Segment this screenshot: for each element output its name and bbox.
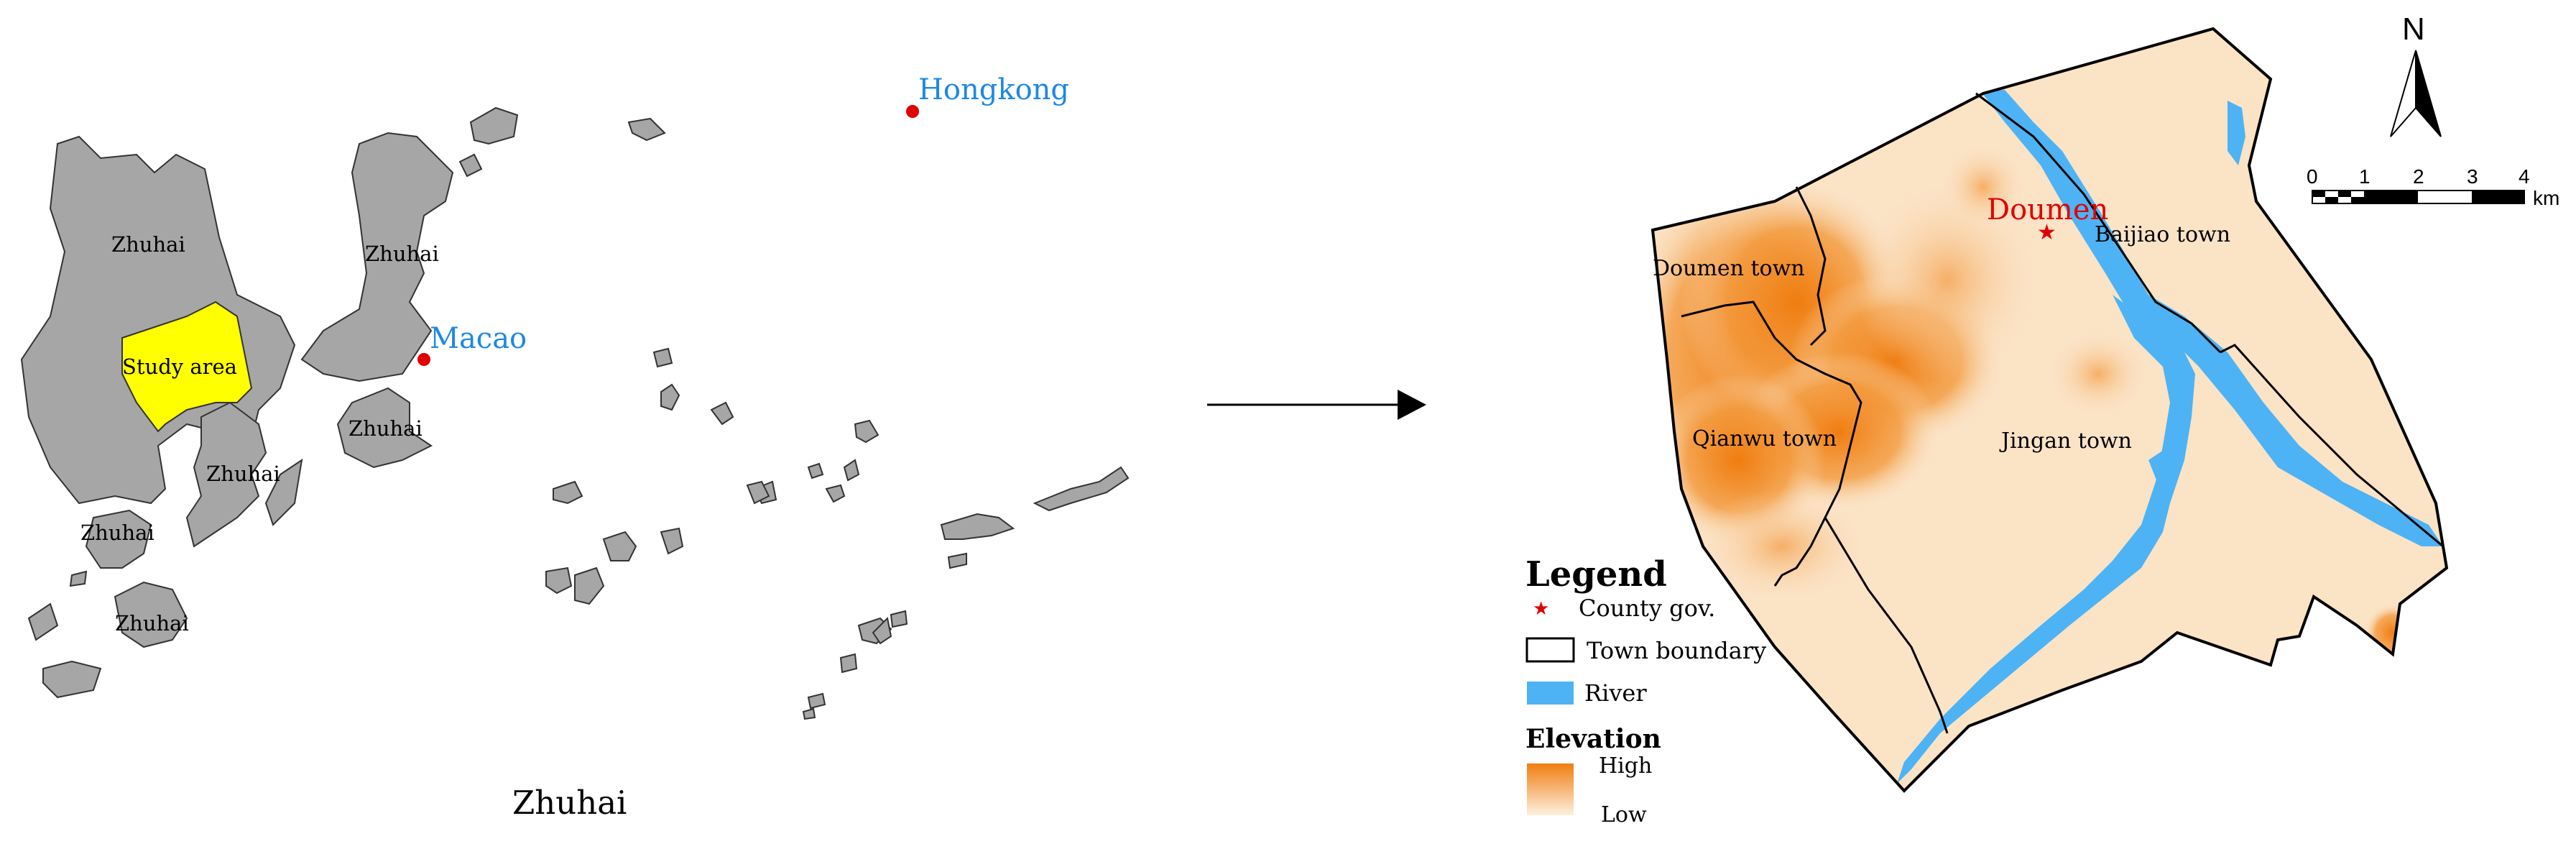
zhuhai-south-central — [185, 401, 267, 548]
town-boundary — [1681, 301, 1862, 587]
town-boundary — [1975, 92, 2222, 354]
river-north-east — [2228, 101, 2245, 165]
town-boundary — [2220, 344, 2444, 548]
small-island — [854, 419, 880, 444]
scale-tick: 3 — [2467, 165, 2478, 188]
scale-unit: km — [2533, 187, 2559, 209]
legend-county-gov: County gov. — [1579, 595, 1715, 622]
town-label-doumen: Doumen town — [1653, 256, 1805, 281]
small-island — [69, 570, 88, 587]
legend-river-swatch — [1527, 682, 1574, 705]
town-boundary — [1824, 517, 1949, 734]
scale-tick: 1 — [2359, 165, 2370, 188]
county-gov-star-icon: ★ — [2037, 220, 2056, 245]
small-island — [27, 602, 59, 641]
arrow-connector — [1207, 390, 1426, 420]
legend-river: River — [1584, 679, 1647, 707]
small-island — [843, 459, 860, 482]
small-island — [42, 660, 102, 699]
small-island — [627, 117, 666, 142]
river-east — [1980, 90, 2443, 546]
small-island — [458, 153, 483, 178]
small-island — [264, 458, 303, 526]
town-label-qianwu: Qianwu town — [1692, 426, 1837, 451]
region-label-zhuhai: Zhuhai — [206, 462, 280, 486]
legend-high: High — [1599, 753, 1652, 779]
small-island — [602, 531, 637, 561]
small-island — [545, 567, 573, 595]
left-map-caption: Zhuhai — [512, 784, 627, 822]
region-label-zhuhai: Zhuhai — [80, 520, 154, 545]
hongkong-city-label: Hongkong — [918, 73, 1069, 106]
legend-elevation-title: Elevation — [1525, 724, 1661, 754]
zhuhai-south-island — [85, 509, 152, 569]
small-island — [940, 513, 1015, 540]
town-label-jingan: Jingan town — [1999, 428, 2132, 454]
town-boundary — [1795, 186, 1827, 347]
small-island — [825, 484, 846, 503]
river-branch — [2148, 446, 2177, 496]
small-island — [872, 616, 892, 645]
scale-tick: 2 — [2413, 165, 2424, 188]
small-island — [839, 653, 858, 674]
legend-elevation-ramp — [1527, 763, 1574, 815]
right-study-map: Doumen town Baijiao town Qianwu town Jin… — [1525, 12, 2559, 827]
region-label-zhuhai: Zhuhai — [111, 232, 185, 257]
legend-low: Low — [1601, 802, 1647, 827]
small-island — [1033, 466, 1130, 512]
small-island — [746, 480, 770, 505]
north-arrow-icon: N — [2390, 12, 2442, 137]
arrow-head-icon — [1398, 390, 1426, 420]
hongkong-city-marker — [906, 105, 919, 118]
river-main — [1897, 295, 2195, 784]
study-area-region — [121, 301, 253, 433]
region-label-zhuhai: Zhuhai — [115, 611, 189, 636]
county-boundary — [1651, 27, 2449, 793]
region-label-zhuhai: Zhuhai — [365, 242, 439, 266]
scale-bar: 0 1 2 3 4 km — [2307, 165, 2559, 209]
north-arrow-label: N — [2402, 12, 2425, 47]
small-island — [660, 383, 680, 411]
small-island — [802, 707, 816, 720]
study-area-label: Study area — [122, 354, 237, 379]
small-island — [807, 462, 824, 480]
small-island — [652, 347, 673, 368]
map-legend: Legend ★ County gov. Town boundary River… — [1525, 554, 1766, 827]
small-island — [574, 567, 605, 605]
legend-town-boundary: Town boundary — [1587, 637, 1766, 664]
zhuhai-east-island — [336, 387, 433, 469]
small-island — [553, 480, 583, 505]
left-overview-map: Zhuhai Zhuhai Zhuhai Zhuhai Zhuhai Zhuha… — [20, 73, 1130, 822]
small-island — [890, 610, 908, 628]
small-island — [469, 106, 519, 145]
county-seat-label: Doumen — [1987, 193, 2108, 226]
legend-star-icon: ★ — [1533, 598, 1549, 620]
macao-city-label: Macao — [430, 322, 527, 355]
small-island — [660, 527, 684, 555]
scale-tick: 0 — [2307, 165, 2318, 188]
small-island — [710, 401, 734, 426]
town-label-baijiao: Baijiao town — [2095, 222, 2230, 247]
small-island — [947, 552, 967, 569]
zhuhai-southwest-island — [114, 581, 188, 648]
macao-city-marker — [417, 353, 430, 366]
small-island — [807, 692, 826, 710]
zhuhai-central — [300, 132, 454, 382]
legend-town-boundary-swatch — [1525, 637, 1575, 663]
scale-tick: 4 — [2519, 165, 2530, 188]
region-label-zhuhai: Zhuhai — [348, 416, 423, 441]
legend-title: Legend — [1525, 554, 1667, 595]
